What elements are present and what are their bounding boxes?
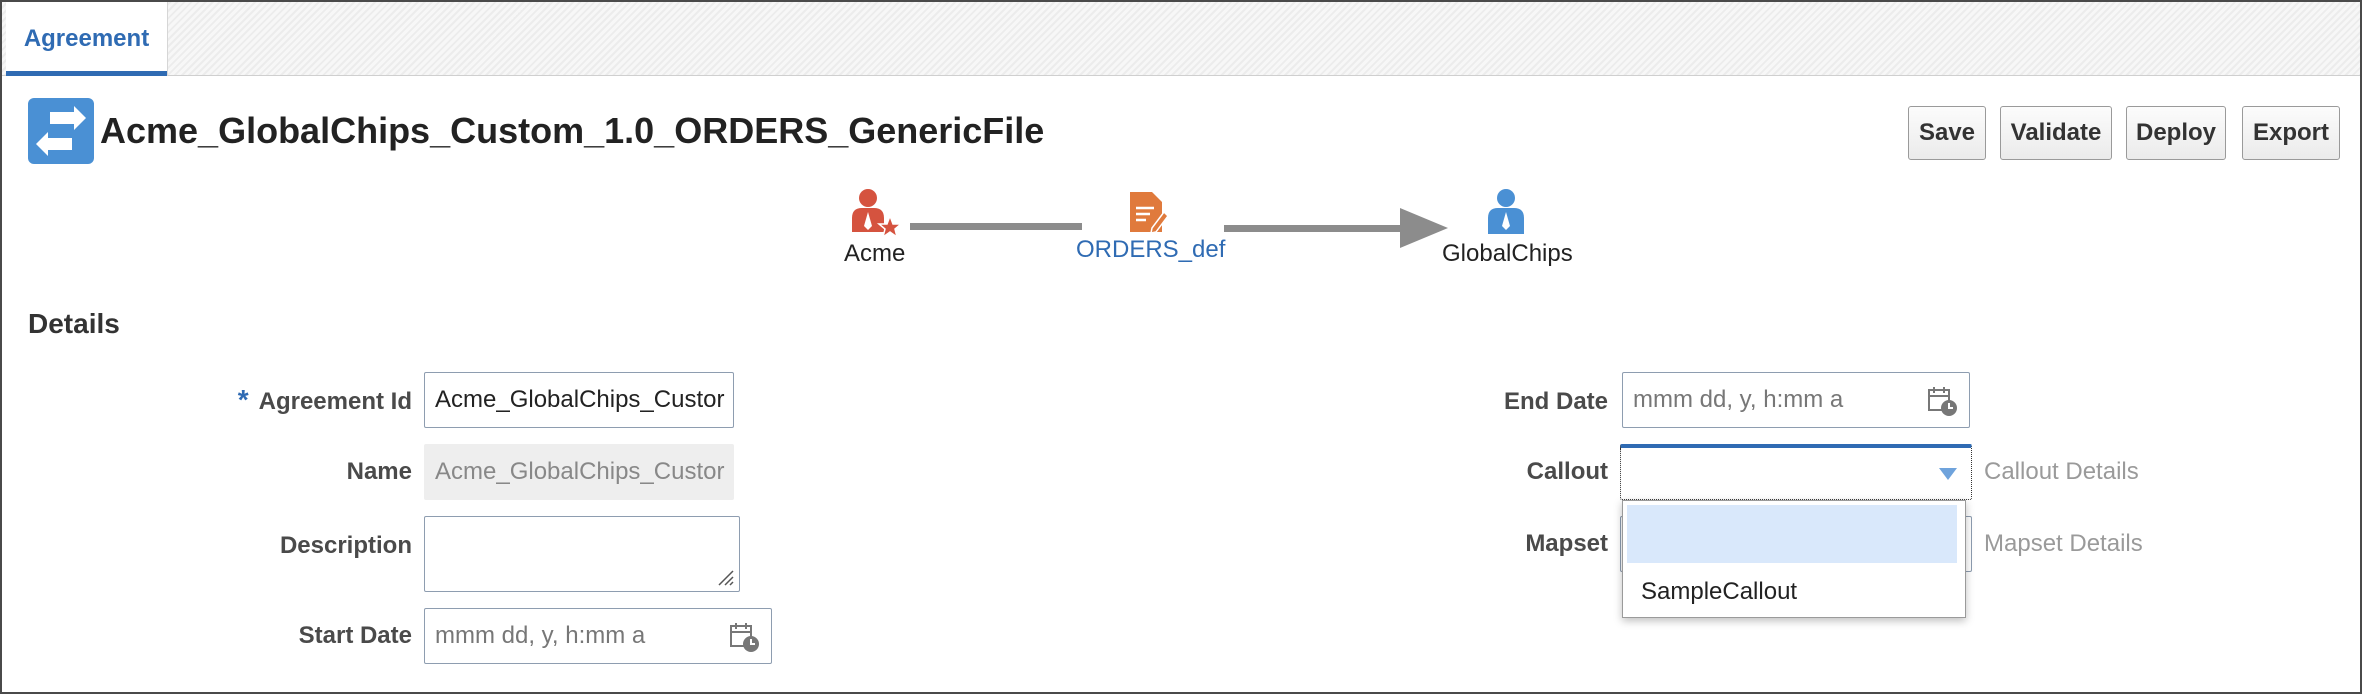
calendar-icon[interactable]	[1927, 385, 1959, 424]
arrow-right-icon	[1400, 208, 1448, 253]
callout-select[interactable]	[1620, 444, 1972, 500]
dropdown-option-empty[interactable]	[1627, 505, 1957, 563]
tab-agreement[interactable]: Agreement	[6, 2, 168, 76]
document-definition-icon	[1126, 190, 1170, 239]
description-textarea[interactable]	[424, 516, 740, 592]
mapset-label: Mapset	[1525, 530, 1608, 557]
description-label: Description	[279, 532, 412, 559]
validate-button[interactable]: Validate	[2000, 106, 2112, 160]
page-title: Acme_GlobalChips_Custom_1.0_ORDERS_Gener…	[100, 110, 1045, 151]
trading-partner-host-icon	[850, 188, 904, 245]
deploy-button[interactable]: Deploy	[2126, 106, 2226, 160]
mapset-details-link[interactable]: Mapset Details	[1984, 530, 2143, 557]
agreement-exchange-icon	[28, 98, 94, 164]
name-field: Acme_GlobalChips_Custor	[424, 444, 734, 500]
required-marker: *	[237, 384, 249, 415]
end-date-label: End Date	[1503, 388, 1608, 415]
name-label: Name	[346, 458, 412, 485]
receiver-label: GlobalChips	[1442, 240, 1573, 267]
agreement-id-label: *Agreement Id	[237, 384, 412, 415]
dropdown-option-samplecallout[interactable]: SampleCallout	[1641, 578, 1798, 605]
tab-strip: Agreement	[2, 2, 2360, 76]
section-title-details: Details	[28, 308, 120, 339]
trading-partner-remote-icon	[1486, 188, 1526, 245]
agreement-id-input[interactable]: Acme_GlobalChips_Custor	[424, 372, 734, 428]
callout-dropdown-list: SampleCallout	[1622, 500, 1966, 618]
resize-handle-icon[interactable]	[715, 567, 735, 587]
callout-details-link[interactable]: Callout Details	[1984, 458, 2139, 485]
export-button[interactable]: Export	[2242, 106, 2340, 160]
start-date-label: Start Date	[298, 622, 412, 649]
end-date-input[interactable]: mmm dd, y, h:mm a	[1622, 372, 1970, 428]
document-definition-link[interactable]: ORDERS_def	[1076, 236, 1226, 263]
flow-connector	[910, 223, 1082, 230]
callout-label: Callout	[1526, 458, 1608, 485]
save-button[interactable]: Save	[1908, 106, 1986, 160]
calendar-icon[interactable]	[729, 621, 761, 660]
start-date-input[interactable]: mmm dd, y, h:mm a	[424, 608, 772, 664]
flow-connector	[1224, 225, 1404, 232]
sender-label: Acme	[844, 240, 906, 267]
chevron-down-icon[interactable]	[1939, 468, 1957, 480]
